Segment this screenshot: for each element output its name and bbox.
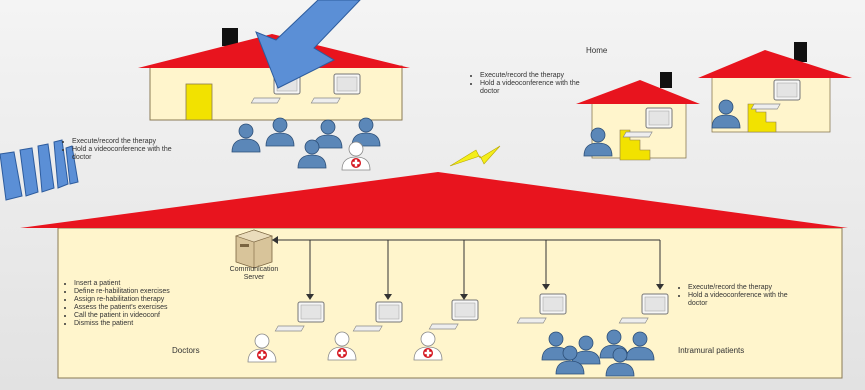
big-arrow [255, 0, 361, 89]
server-icon [235, 229, 273, 269]
home-label: Home [586, 46, 608, 55]
doctor-task-list: Insert a patient Define re-habilitation … [64, 280, 170, 328]
server-label-line-2: Server [243, 274, 265, 281]
intramural-task-list: Execute/record the therapy Hold a videoc… [678, 284, 794, 308]
network-lines [272, 239, 661, 296]
home-task-item: Hold a videoconference with the doctor [480, 80, 588, 96]
server-label: Communication Server [206, 266, 302, 282]
striped-arrow [0, 139, 79, 201]
right-house-2-stairs [747, 103, 777, 133]
intramural-patients-label: Intramural patients [678, 346, 745, 355]
doctor-task-item: Insert a patient [74, 280, 170, 288]
home-task-item: Execute/record the therapy [480, 72, 588, 80]
doctor-task-item: Define re-habilitation exercises [74, 288, 170, 296]
intramural-task-item: Hold a videoconference with the doctor [688, 292, 794, 308]
server-label-line-1: Communication [229, 266, 279, 273]
network-arrowheads [272, 236, 664, 300]
doctors-label: Doctors [172, 346, 200, 355]
connection-bolt [449, 145, 501, 167]
doctor-task-item: Assess the patient's exercises [74, 304, 170, 312]
doctor-task-item: Assign re-habilitation therapy [74, 296, 170, 304]
hospital-building [20, 172, 848, 379]
doctor-task-item: Call the patient in videoconf [74, 312, 170, 320]
left-task-list: Execute/record the therapy Hold a videoc… [62, 138, 182, 162]
doctor-task-item: Dismiss the patient [74, 320, 170, 328]
left-task-item: Execute/record the therapy [72, 138, 182, 146]
intramural-task-item: Execute/record the therapy [688, 284, 794, 292]
home-task-list: Execute/record the therapy Hold a videoc… [470, 72, 588, 96]
right-house-1-stairs [619, 129, 651, 161]
left-task-item: Hold a videoconference with the doctor [72, 146, 182, 162]
